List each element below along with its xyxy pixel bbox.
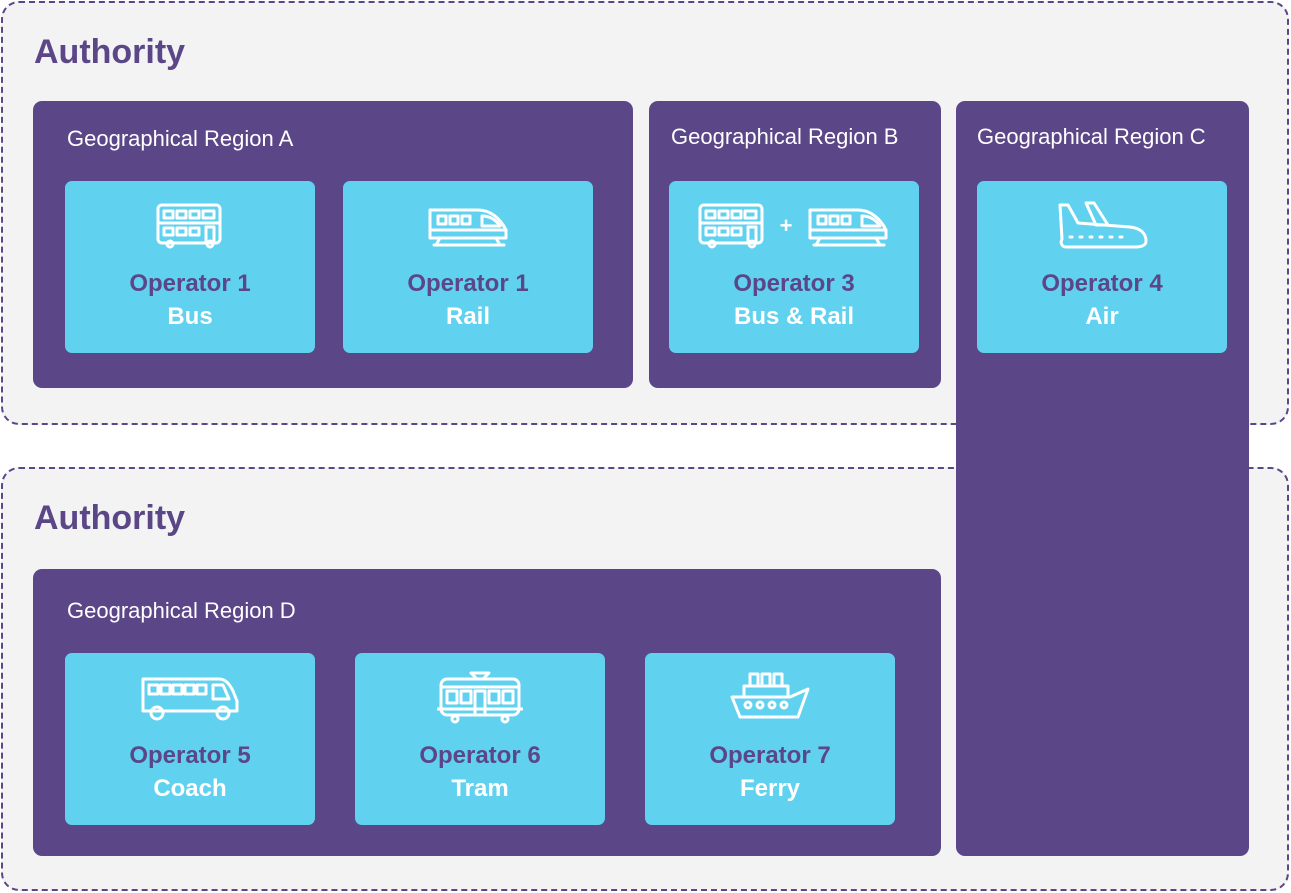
operator-mode: Tram <box>451 775 509 802</box>
operator-name: Operator 5 <box>129 742 251 769</box>
train-icon <box>343 197 593 255</box>
region-label: Geographical Region D <box>67 598 296 623</box>
operator-card-bus-and-rail: + Operator 3 Bus & Rail <box>669 181 919 353</box>
operator-card-bus: Operator 1 Bus <box>65 181 315 353</box>
operator-mode: Rail <box>445 303 490 330</box>
coach-icon <box>65 669 315 727</box>
operator-mode: Bus & Rail <box>733 303 855 330</box>
authority-title: Authority <box>34 499 186 537</box>
operator-mode: Air <box>1085 303 1119 330</box>
operator-mode: Bus <box>167 303 213 330</box>
ferry-icon <box>645 669 895 727</box>
region-a: Geographical Region A Operator 1 Bus <box>33 101 633 388</box>
operator-name: Operator 1 <box>407 270 529 297</box>
region-b: Geographical Region B + Operator 3 Bus &… <box>649 101 941 388</box>
operator-mode: Ferry <box>739 775 801 802</box>
operator-card-rail: Operator 1 Rail <box>343 181 593 353</box>
region-label: Geographical Region B <box>671 124 899 149</box>
operator-name: Operator 3 <box>733 270 855 297</box>
plus-sign: + <box>779 213 793 238</box>
region-label: Geographical Region A <box>67 126 294 151</box>
region-c: Geographical Region C Operator 4 Air <box>956 101 1249 856</box>
operator-card-coach: Operator 5 Coach <box>65 653 315 825</box>
double-decker-bus-icon <box>65 197 315 255</box>
operator-card-air: Operator 4 Air <box>977 181 1227 353</box>
operator-name: Operator 6 <box>419 742 541 769</box>
train-icon <box>808 208 888 247</box>
operator-card-tram: Operator 6 Tram <box>355 653 605 825</box>
airplane-icon <box>977 197 1227 255</box>
bus-plus-train-icon: + <box>669 197 919 255</box>
region-label: Geographical Region C <box>977 124 1206 149</box>
operator-name: Operator 1 <box>129 270 251 297</box>
authority-title: Authority <box>34 33 186 71</box>
operator-name: Operator 4 <box>1041 270 1163 297</box>
double-decker-bus-icon <box>698 203 764 249</box>
operator-name: Operator 7 <box>709 742 831 769</box>
operator-card-ferry: Operator 7 Ferry <box>645 653 895 825</box>
operator-mode: Coach <box>153 775 227 802</box>
region-d: Geographical Region D Operator 5 Coach <box>33 569 941 856</box>
tram-icon <box>355 669 605 727</box>
